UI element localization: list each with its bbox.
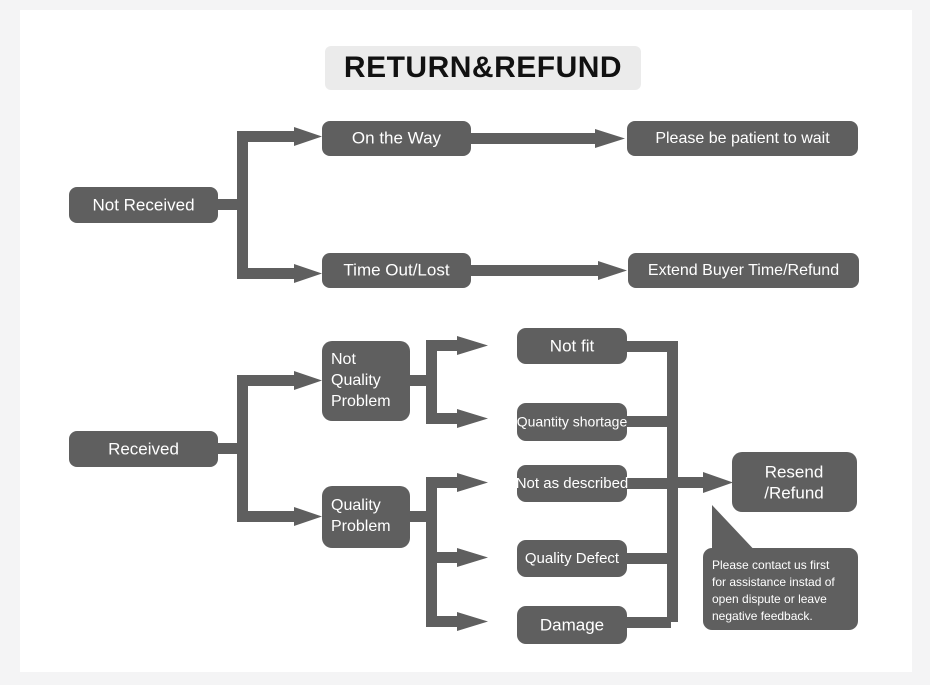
connector-timeout-to-extend [470,261,627,280]
node-received[interactable]: Received [69,431,218,467]
node-resend-refund[interactable]: Resend /Refund [732,452,857,512]
node-not-fit[interactable]: Not fit [517,328,627,364]
node-please-be-patient-label: Please be patient to wait [655,130,830,147]
callout-line-1: Please contact us first [712,558,830,572]
node-quality-defect[interactable]: Quality Defect [517,540,627,577]
connector-reasons-merge [626,341,733,628]
callout-pointer [712,505,760,556]
node-please-be-patient[interactable]: Please be patient to wait [627,121,858,156]
node-damage-label: Damage [540,615,604,634]
node-not-received-label: Not Received [92,195,194,214]
diagram-title-banner: RETURN&REFUND [325,46,641,90]
node-resend-refund-line1: Resend [765,462,824,481]
callout-line-2: for assistance instad of [712,575,835,589]
node-resend-refund-line2: /Refund [764,483,824,502]
node-on-the-way-label: On the Way [352,128,442,147]
connector-not-quality-split [409,336,488,428]
page-title: RETURN&REFUND [343,51,623,84]
node-quality-problem[interactable]: Quality Problem [322,486,410,548]
connector-not-received-split [217,127,322,283]
node-not-as-described-label: Not as described [516,475,629,492]
node-time-out-lost-label: Time Out/Lost [343,260,449,279]
callout-note: Please contact us first for assistance i… [703,548,858,630]
node-on-the-way[interactable]: On the Way [322,121,471,156]
node-not-received[interactable]: Not Received [69,187,218,223]
callout-line-3: open dispute or leave [712,592,827,606]
node-extend-buyer-time-refund[interactable]: Extend Buyer Time/Refund [628,253,859,288]
node-quality-problem-line2: Problem [331,518,391,535]
node-time-out-lost[interactable]: Time Out/Lost [322,253,471,288]
node-quality-problem-line1: Quality [331,497,381,514]
node-not-quality-problem-line1: Not [331,351,356,368]
node-quantity-shortage[interactable]: Quantity shortage [517,403,628,441]
node-not-quality-problem[interactable]: Not Quality Problem [322,341,410,421]
node-damage[interactable]: Damage [517,606,627,644]
node-quality-defect-label: Quality Defect [525,550,620,567]
node-not-quality-problem-line3: Problem [331,393,391,410]
connector-on-the-way-to-wait [470,129,625,148]
callout-line-4: negative feedback. [712,609,813,623]
node-not-as-described[interactable]: Not as described [516,465,629,502]
node-quantity-shortage-label: Quantity shortage [517,414,628,430]
node-not-quality-problem-line2: Quality [331,372,381,389]
node-not-fit-label: Not fit [550,336,595,355]
connector-received-split [217,371,322,526]
node-extend-buyer-time-refund-label: Extend Buyer Time/Refund [648,262,839,279]
node-received-label: Received [108,439,179,458]
connector-quality-split [409,473,488,631]
